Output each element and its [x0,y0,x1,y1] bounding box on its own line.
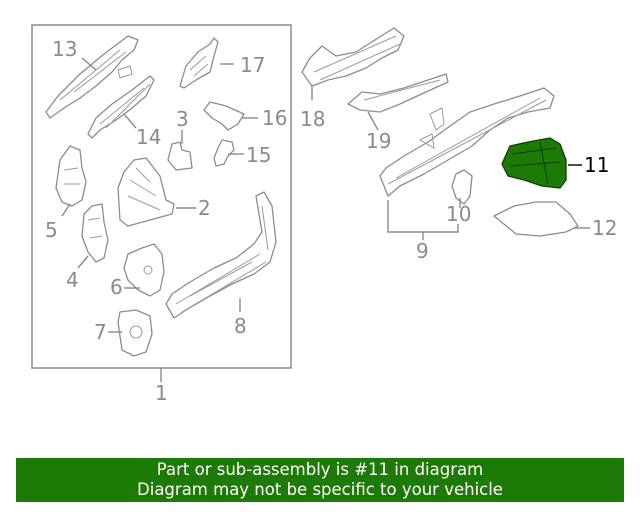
label-8: 8 [234,314,247,338]
label-10: 10 [446,202,471,226]
notice-line-1: Part or sub-assembly is #11 in diagram [156,460,484,479]
label-4: 4 [66,268,79,292]
part-15[interactable] [213,139,235,167]
label-3: 3 [176,107,189,131]
label-14: 14 [136,125,161,149]
part-13[interactable] [45,35,139,119]
part-10[interactable] [451,169,473,205]
label-7: 7 [94,320,107,344]
part-2[interactable] [117,157,175,227]
label-13: 13 [52,37,77,61]
part-12[interactable] [493,201,579,237]
part-3[interactable] [167,141,193,171]
label-15: 15 [246,143,271,167]
part-8[interactable] [165,191,277,319]
part-18[interactable] [301,27,405,87]
leader-lines [61,57,590,333]
label-6: 6 [110,275,123,299]
label-16: 16 [262,106,287,130]
part-16[interactable] [203,101,245,131]
label-1: 1 [155,381,168,405]
label-5: 5 [45,218,58,242]
part-9[interactable] [379,87,555,197]
parts-diagram: 13 17 3 16 15 14 2 5 4 6 7 8 1 18 19 10 … [31,24,617,405]
label-2: 2 [198,196,211,220]
label-11: 11 [584,153,609,177]
part-14[interactable] [87,75,155,139]
part-6[interactable] [123,243,165,297]
label-18: 18 [300,107,325,131]
part-17[interactable] [179,37,219,89]
label-12: 12 [592,216,617,240]
label-17: 17 [240,53,265,77]
label-19: 19 [366,129,391,153]
part-19[interactable] [347,73,449,113]
notice-line-2: Diagram may not be specific to your vehi… [137,480,503,499]
fitment-notice-banner: Part or sub-assembly is #11 in diagram D… [16,458,624,502]
part-4[interactable] [81,203,109,263]
label-9: 9 [416,239,429,263]
part-5[interactable] [55,145,87,207]
part-11-highlighted[interactable] [501,137,567,189]
part-7[interactable] [117,309,153,357]
